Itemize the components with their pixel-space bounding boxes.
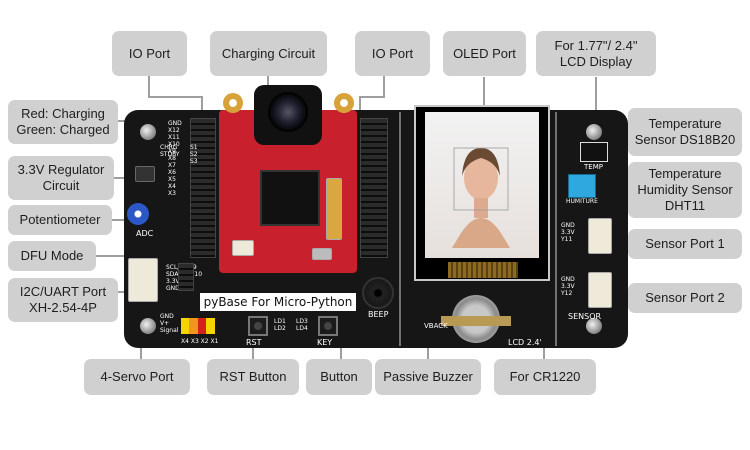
sensor-port-1-connector[interactable] (588, 218, 612, 254)
sensor-port-2-connector[interactable] (588, 272, 612, 308)
label-dfu-mode: DFU Mode (8, 241, 96, 271)
sensor-silk: SENSOR (568, 312, 602, 321)
rst-button-switch[interactable] (248, 316, 268, 336)
label-i2c-uart: I2C/UART Port XH-2.54-4P (8, 278, 118, 322)
screw-bottom-left (140, 318, 156, 334)
usb-port (312, 248, 332, 260)
ds18b20-sensor (580, 142, 608, 162)
label-sensor-port-2: Sensor Port 2 (628, 283, 742, 313)
potentiometer-knob[interactable] (127, 203, 149, 225)
label-oled-port: OLED Port (443, 31, 526, 76)
vback-silk: VBACK (424, 322, 448, 330)
rst-silk: RST (246, 338, 262, 347)
label-servo-port: 4-Servo Port (84, 359, 190, 395)
label-regulator: 3.3V Regulator Circuit (8, 156, 114, 200)
uart-header (178, 263, 194, 291)
sensor2-pin-labels: GND 3.3V Y12 (561, 276, 575, 297)
label-cr1220: For CR1220 (494, 359, 596, 395)
s-labels: S1 S2 S3 (190, 144, 198, 165)
lcd-silk: LCD 2.4' (508, 338, 542, 347)
label-potentiometer: Potentiometer (8, 205, 112, 235)
io-header-left (190, 118, 216, 258)
pcb-gold-pins (326, 178, 342, 240)
i2c-uart-connector[interactable] (128, 258, 158, 302)
key-led-labels: LD3 LD4 (296, 318, 308, 332)
sensor1-pin-labels: GND 3.3V Y11 (561, 222, 575, 243)
label-passive-buzzer: Passive Buzzer (375, 359, 481, 395)
label-sensor-port-1: Sensor Port 1 (628, 229, 742, 259)
label-charge-led: Red: Charging Green: Charged (8, 100, 118, 144)
label-charging-circuit: Charging Circuit (210, 31, 327, 76)
screw-top-right (586, 124, 602, 140)
key-silk: KEY (317, 338, 333, 347)
label-lcd-display: For 1.77"/ 2.4" LCD Display (536, 31, 656, 76)
pcb-white-connector (232, 240, 254, 256)
left-pin-labels: GND X12 X11 X10 X9 X8 X7 X6 X5 X4 X3 (168, 120, 182, 197)
label-io-port-left: IO Port (112, 31, 187, 76)
key-button-switch[interactable] (318, 316, 338, 336)
screw-top-left (140, 124, 156, 140)
servo-header[interactable] (181, 318, 215, 334)
charge-silk: CHRG STDBY (160, 144, 180, 158)
beep-silk: BEEP (368, 310, 389, 319)
buzzer-component (362, 277, 394, 309)
screw-bottom-right (586, 318, 602, 334)
temp-silk: TEMP (584, 163, 603, 171)
io-header-right (360, 118, 388, 258)
servo-ids: X4 X3 X2 X1 (181, 338, 219, 345)
coin-cell-clip (441, 316, 511, 326)
label-button: Button (306, 359, 372, 395)
servo-pin-labels: GND V+ Signal (160, 313, 179, 334)
mount-hole-right (334, 93, 354, 113)
adc-label: ADC (136, 229, 154, 238)
mcu-chip (260, 170, 320, 226)
face-image (452, 147, 510, 248)
rst-led-labels: LD1 LD2 (274, 318, 286, 332)
humiture-silk: HUMITURE (566, 198, 598, 205)
mount-hole-left (223, 93, 243, 113)
lcd-flex-cable (448, 262, 518, 278)
label-humidity-sensor: Temperature Humidity Sensor DHT11 (628, 162, 742, 218)
camera-lens (268, 92, 308, 132)
dht11-sensor (568, 174, 596, 198)
label-rst-button: RST Button (207, 359, 299, 395)
board-title: pyBase For Micro-Python (200, 293, 356, 311)
regulator-chip (135, 166, 155, 182)
label-io-port-right: IO Port (355, 31, 430, 76)
label-temp-sensor: Temperature Sensor DS18B20 (628, 108, 742, 156)
leader-io-left (148, 75, 203, 120)
